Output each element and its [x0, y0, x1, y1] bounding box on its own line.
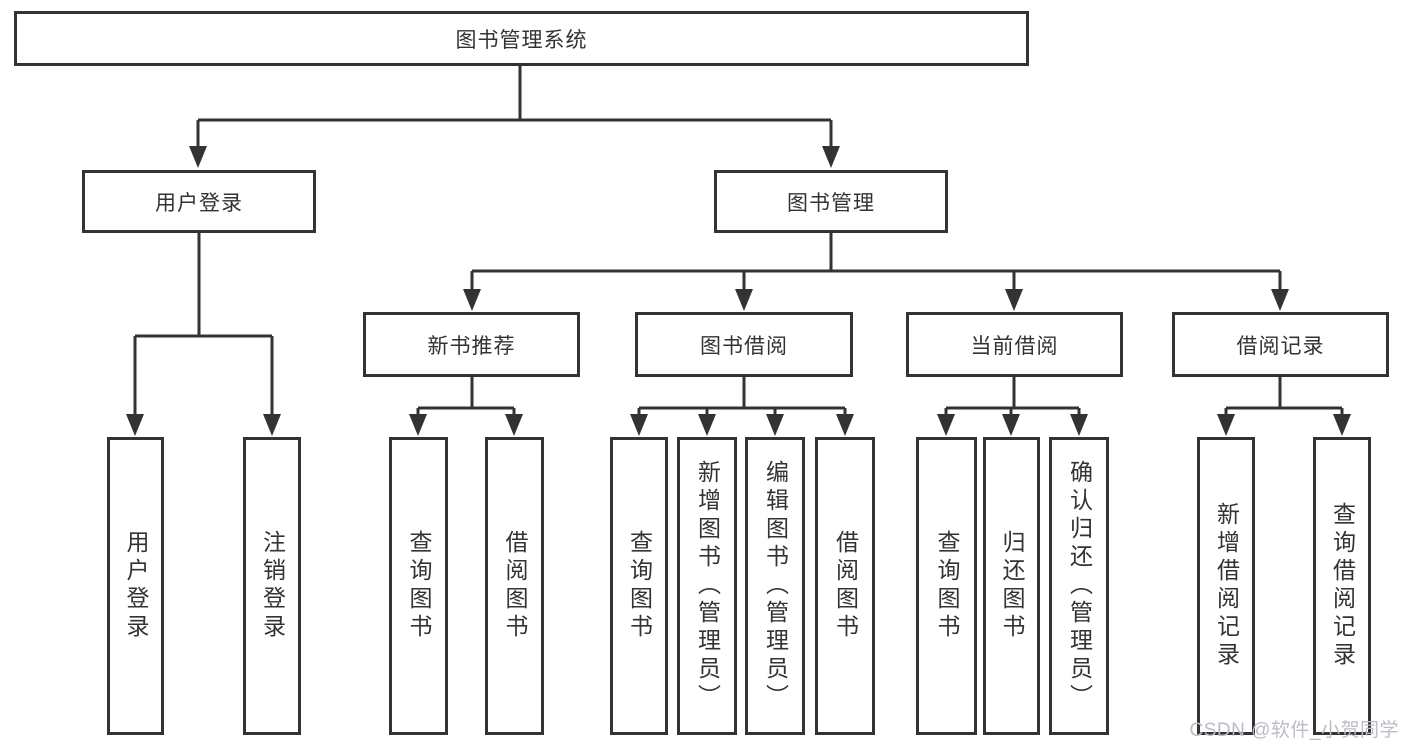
connectors-borrow-record-group	[1217, 377, 1351, 436]
arrow-down-icon	[189, 146, 207, 168]
connectors-user-login-group	[126, 233, 281, 436]
node-new-book-recommend: 新书推荐	[363, 312, 580, 377]
node-user-login-label: 用户登录	[155, 191, 243, 215]
arrow-down-icon	[1070, 414, 1088, 436]
leaf-user-login-label: 用户登录	[123, 530, 149, 642]
leaf-newbook-query-book-label: 查询图书	[406, 530, 432, 642]
arrow-down-icon	[1333, 414, 1351, 436]
node-root-label: 图书管理系统	[455, 28, 588, 52]
leaf-current-return-book: 归还图书	[983, 437, 1040, 735]
connectors-book-borrow-group	[630, 377, 854, 436]
leaf-borrow-edit-book-admin-label: 编辑图书（管理员）	[762, 460, 789, 712]
arrow-down-icon	[263, 414, 281, 436]
arrow-down-icon	[1002, 414, 1020, 436]
node-book-borrow: 图书借阅	[635, 312, 853, 377]
leaf-record-add-record-label: 新增借阅记录	[1213, 502, 1240, 670]
arrow-down-icon	[735, 289, 753, 311]
connectors-current-borrow-group	[937, 377, 1088, 436]
node-book-management-label: 图书管理	[787, 191, 875, 215]
arrow-down-icon	[505, 414, 523, 436]
leaf-newbook-borrow-book-label: 借阅图书	[502, 530, 528, 642]
leaf-user-login: 用户登录	[107, 437, 164, 735]
connectors-level1	[189, 66, 840, 168]
node-root: 图书管理系统	[14, 11, 1029, 66]
arrow-down-icon	[409, 414, 427, 436]
node-borrow-record-label: 借阅记录	[1236, 334, 1325, 358]
leaf-current-confirm-return-admin: 确认归还（管理员）	[1049, 437, 1109, 735]
arrow-down-icon	[630, 414, 648, 436]
leaf-record-add-record: 新增借阅记录	[1197, 437, 1255, 735]
leaf-borrow-borrow-book-label: 借阅图书	[832, 530, 859, 642]
node-user-login: 用户登录	[82, 170, 316, 233]
arrow-down-icon	[126, 414, 144, 436]
leaf-logout-login: 注销登录	[243, 437, 301, 735]
leaf-record-query-record-label: 查询借阅记录	[1329, 502, 1356, 670]
leaf-borrow-add-book-admin-label: 新增图书（管理员）	[694, 460, 721, 712]
node-borrow-record: 借阅记录	[1172, 312, 1389, 377]
arrow-down-icon	[698, 414, 716, 436]
arrow-down-icon	[1271, 289, 1289, 311]
leaf-record-query-record: 查询借阅记录	[1313, 437, 1371, 735]
arrow-down-icon	[836, 414, 854, 436]
leaf-borrow-query-book-label: 查询图书	[626, 530, 653, 642]
leaf-borrow-edit-book-admin: 编辑图书（管理员）	[745, 437, 805, 735]
node-book-borrow-label: 图书借阅	[700, 334, 788, 358]
arrow-down-icon	[1217, 414, 1235, 436]
leaf-borrow-query-book: 查询图书	[610, 437, 668, 735]
node-book-management: 图书管理	[714, 170, 948, 233]
arrow-down-icon	[766, 414, 784, 436]
connectors-new-book-group	[409, 377, 523, 436]
leaf-newbook-borrow-book: 借阅图书	[485, 437, 544, 735]
arrow-down-icon	[937, 414, 955, 436]
leaf-current-confirm-return-admin-label: 确认归还（管理员）	[1066, 460, 1093, 712]
arrow-down-icon	[463, 289, 481, 311]
leaf-borrow-borrow-book: 借阅图书	[815, 437, 875, 735]
node-current-borrow-label: 当前借阅	[970, 334, 1059, 358]
arrow-down-icon	[1005, 289, 1023, 311]
csdn-watermark: CSDN @软件_小贺同学	[1189, 720, 1399, 741]
leaf-current-query-book-label: 查询图书	[934, 530, 960, 642]
connectors-level2-book-management	[463, 233, 1289, 311]
leaf-borrow-add-book-admin: 新增图书（管理员）	[677, 437, 737, 735]
node-new-book-recommend-label: 新书推荐	[427, 334, 516, 358]
arrow-down-icon	[822, 146, 840, 168]
leaf-current-return-book-label: 归还图书	[999, 530, 1025, 642]
leaf-newbook-query-book: 查询图书	[389, 437, 448, 735]
leaf-logout-login-label: 注销登录	[259, 530, 286, 642]
node-current-borrow: 当前借阅	[906, 312, 1123, 377]
leaf-current-query-book: 查询图书	[916, 437, 977, 735]
